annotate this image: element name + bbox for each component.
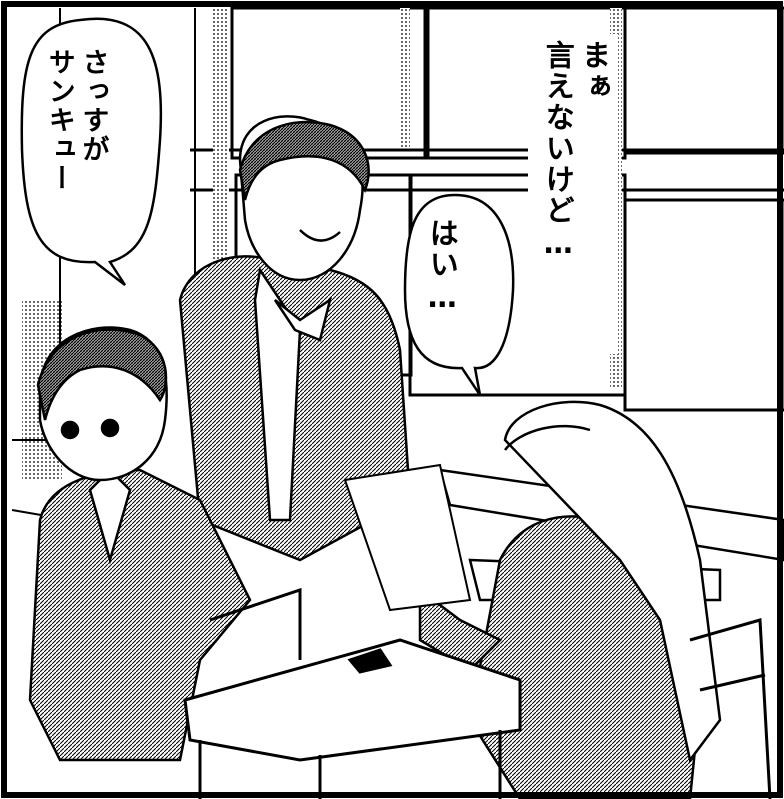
narration-line1: まぁ bbox=[577, 40, 612, 102]
narration-text: まぁ 言えないけど… bbox=[540, 40, 613, 340]
girl-right bbox=[418, 400, 722, 799]
girl-left bbox=[28, 326, 252, 762]
paper bbox=[343, 463, 472, 612]
speech-text-left-line1: さっすが bbox=[77, 48, 109, 164]
speech-bubble-middle bbox=[403, 193, 515, 396]
narration-backing bbox=[528, 34, 618, 354]
speech-bubble-left bbox=[20, 17, 163, 286]
speech-text-middle: はい… bbox=[425, 218, 460, 316]
speech-text-left-line2: サンキュー bbox=[43, 48, 75, 193]
desk bbox=[183, 638, 522, 799]
window-frame bbox=[190, 6, 784, 412]
narration-line2: 言えないけど… bbox=[541, 40, 576, 262]
speech-text-left: さっすが サンキュー bbox=[42, 48, 110, 268]
